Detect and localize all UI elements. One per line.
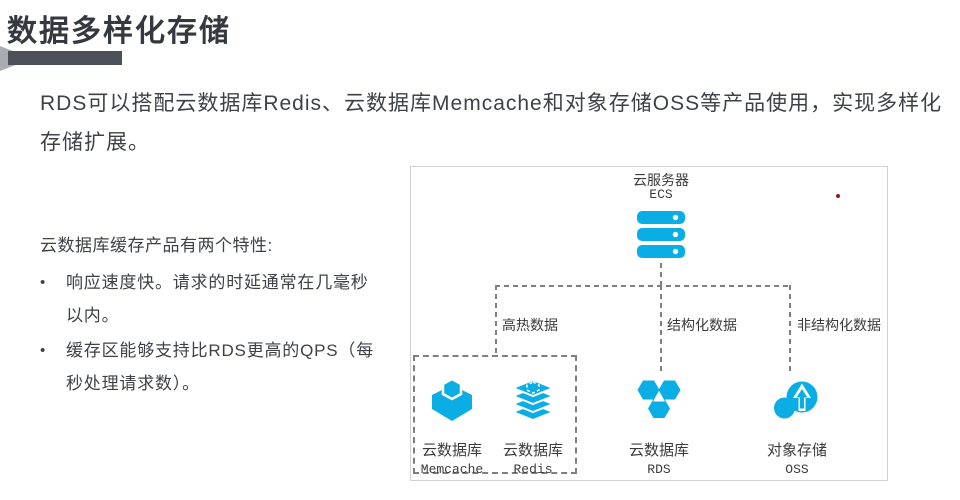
features-section: 云数据库缓存产品有两个特性: • 响应速度快。请求的时延通常在几毫秒以内。 • … <box>40 231 400 402</box>
page-title: 数据多样化存储 <box>7 15 231 48</box>
node-sublabel: RDS <box>647 462 671 477</box>
ecs-server-icon <box>637 211 685 258</box>
node-label: 云数据库 <box>628 442 689 459</box>
branch-label-hot-data: 高热数据 <box>502 317 558 333</box>
node-label: 云数据库 <box>502 442 563 459</box>
connector-branch-middle <box>660 285 662 375</box>
redis-node: 云数据库 Redis <box>485 377 581 477</box>
features-heading: 云数据库缓存产品有两个特性: <box>40 236 273 255</box>
feature-item: • 响应速度快。请求的时延通常在几毫秒以内。 <box>40 266 400 332</box>
architecture-diagram-panel: 云服务器 ECS 高热数据 结构化数据 非结构化数 <box>410 166 888 481</box>
connector-stem <box>660 263 662 286</box>
intro-paragraph: RDS可以搭配云数据库Redis、云数据库Memcache和对象存储OSS等产品… <box>40 92 943 154</box>
cache-products-dashed-group <box>413 355 577 474</box>
branch-label-structured-data: 结构化数据 <box>667 317 737 333</box>
feature-text: 缓存区能够支持比RDS更高的QPS（每秒处理请求数）。 <box>66 341 374 393</box>
memcache-icon <box>428 377 476 423</box>
feature-text: 响应速度快。请求的时延通常在几毫秒以内。 <box>66 273 369 325</box>
bullet-marker: • <box>40 274 46 291</box>
node-sublabel: OSS <box>785 462 809 477</box>
node-sublabel: Redis <box>513 462 553 477</box>
node-sublabel: Memcache <box>420 462 484 477</box>
connector-branch-right <box>789 285 791 375</box>
oss-node: 对象存储 OSS <box>749 377 845 477</box>
red-dot-artifact <box>836 194 840 198</box>
feature-item: • 缓存区能够支持比RDS更高的QPS（每秒处理请求数）。 <box>40 334 400 400</box>
ecs-node-label: 云服务器 <box>633 172 689 188</box>
rds-node: 云数据库 RDS <box>611 377 707 477</box>
oss-icon <box>773 377 821 423</box>
rds-icon <box>635 377 683 423</box>
branch-label-unstructured-data: 非结构化数据 <box>797 317 881 333</box>
connector-horizontal <box>495 285 791 287</box>
memcache-node: 云数据库 Memcache <box>404 377 500 477</box>
redis-icon <box>509 377 557 423</box>
node-label: 云数据库 <box>421 442 482 459</box>
bullet-marker: • <box>40 342 46 359</box>
ecs-node-sublabel: ECS <box>649 187 673 202</box>
connector-branch-left <box>495 285 497 356</box>
title-accent-bar <box>8 51 122 65</box>
node-label: 对象存储 <box>766 442 827 459</box>
